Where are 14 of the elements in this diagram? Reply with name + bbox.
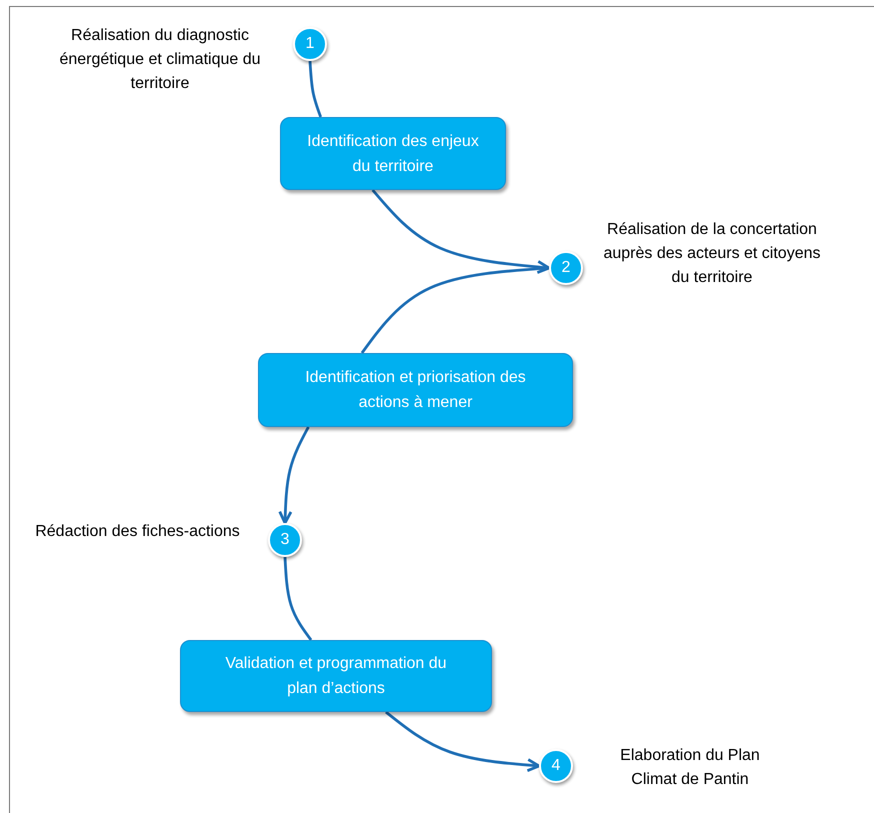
step-number-circle: 3 [268, 523, 302, 557]
step-caption: Rédaction des fiches-actions [34, 522, 241, 542]
step-number-circle: 1 [293, 27, 327, 61]
process-box: Validation et programmation du plan d’actions [180, 640, 492, 712]
step-number-circle: 2 [549, 251, 583, 285]
step-number-circle: 4 [539, 749, 573, 783]
step-caption: Réalisation de la concertation auprès des acteurs et citoyens du territoire [602, 220, 822, 288]
step-caption: Elaboration du Plan Climat de Pantin [619, 746, 761, 790]
process-box: Identification et priorisation des actions à mener [258, 353, 573, 427]
step-caption: Réalisation du diagnostic énergétique et climatique du territoire [58, 26, 262, 94]
arrow [278, 426, 310, 524]
arrow [372, 189, 550, 274]
arrow [385, 710, 540, 772]
process-box: Identification des enjeux du territoire [280, 117, 506, 190]
